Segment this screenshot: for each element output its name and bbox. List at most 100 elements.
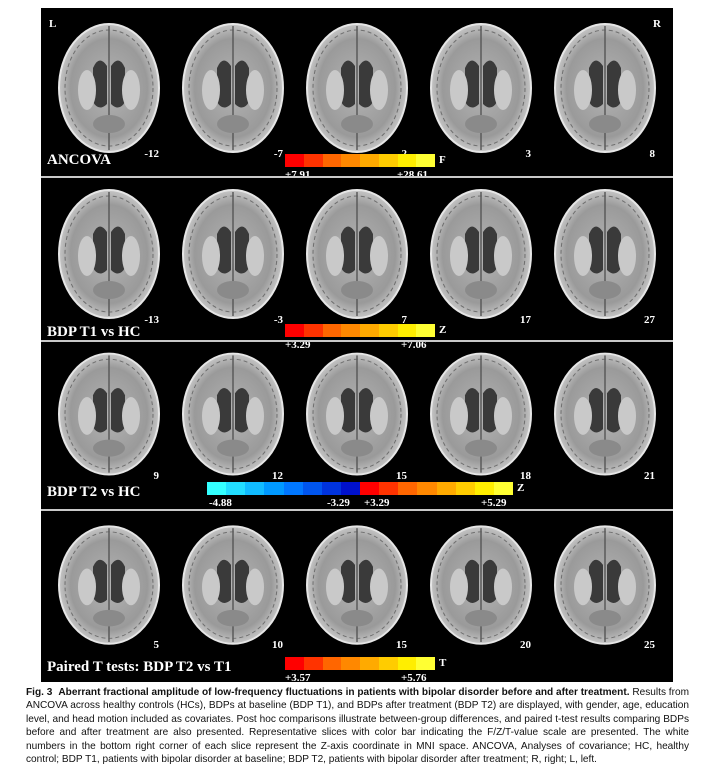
colorbar-swatch [416,657,435,670]
slice-z-label: 9 [153,470,160,482]
colorbar-gradient [285,324,435,337]
brain-slice: 18 [425,346,537,484]
row-divider [41,176,673,178]
slice-z-label: 21 [644,470,655,482]
colorbar-swatch [397,154,417,167]
colorbar-swatch [417,482,437,495]
brain-slice: 20 [425,519,537,653]
bipolar-z-colorbar: Z -4.88 -3.29 +3.29 +5.29 [207,482,547,509]
brain-slice: 7 [301,182,413,328]
slice-z-label: 5 [153,639,160,651]
row-bdp-t1-vs-hc: -13 -3 7 17 27 BDP T1 vs HC Z +3.29 +7.0… [41,178,673,351]
brain-slice: 17 [425,182,537,328]
brain-slice: 21 [549,346,661,484]
caption-title: Aberrant fractional amplitude of low-fre… [58,687,630,698]
f-colorbar: F +7.91 +28.61 [285,154,465,181]
colorbar-swatch [360,154,379,167]
colorbar-swatch [378,657,398,670]
brain-slice: 3 [425,16,537,162]
figure-caption: Fig. 3 Aberrant fractional amplitude of l… [26,686,689,766]
brain-slice: -12 [53,16,165,162]
colorbar-swatch [398,482,418,495]
colorbar-swatch [360,324,379,337]
brain-slice: -3 [177,182,289,328]
colorbar-neg-max-label: -3.29 [327,497,350,509]
colorbar-swatch [245,482,265,495]
brain-slice: 25 [549,519,661,653]
colorbar-swatch [360,482,380,495]
colorbar-neg-min-label: -4.88 [209,497,232,509]
brain-slice: 27 [549,182,661,328]
slice-z-label: 20 [520,639,531,651]
colorbar-swatch [285,154,304,167]
colorbar-swatch [264,482,284,495]
colorbar-swatch [341,657,360,670]
colorbar-gradient [285,154,435,167]
colorbar-swatch [493,482,513,495]
caption-body: Results from ANCOVA across healthy contr… [26,687,689,766]
colorbar-swatch [303,657,323,670]
colorbar-swatch [416,324,435,337]
slice-z-label: 8 [649,148,656,160]
brain-slice: -13 [53,182,165,328]
colorbar-swatch [360,657,379,670]
caption-label: Fig. 3 [26,687,53,698]
slice-z-label: 12 [272,470,283,482]
colorbar-min-label: +7.91 [285,169,311,181]
colorbar-swatch [322,657,342,670]
slice-z-label: 7 [401,314,408,326]
colorbar-gradient [285,657,435,670]
colorbar-swatch [322,324,342,337]
row-title: BDP T1 vs HC [47,324,141,340]
right-orientation-label: R [653,18,661,30]
slice-z-label: -7 [273,148,283,160]
t-colorbar: T +3.57 +5.76 [285,657,465,684]
colorbar-swatch [340,482,360,495]
figure-panel: L R -12 -7 -2 3 8 ANCOVA F +7.91 +28.61 … [41,8,673,684]
colorbar-swatch [378,324,398,337]
left-orientation-label: L [49,18,57,30]
colorbar-swatch [341,154,360,167]
row-bdp-t2-vs-hc: 9 12 15 18 21 BDP T2 vs HC Z -4.88 -3.29… [41,342,673,509]
colorbar-pos-min-label: +3.29 [364,497,390,509]
colorbar-swatch [379,482,399,495]
colorbar-swatch [397,657,417,670]
colorbar-swatch [226,482,246,495]
slice-z-label: -3 [273,314,283,326]
colorbar-stat-label: Z [517,482,525,494]
colorbar-swatch [416,154,435,167]
colorbar-stat-label: Z [439,324,447,336]
slice-z-label: 3 [525,148,532,160]
colorbar-swatch [285,657,304,670]
slice-z-label: 15 [396,470,407,482]
colorbar-swatch [397,324,417,337]
z-colorbar: Z +3.29 +7.06 [285,324,465,351]
colorbar-min-label: +3.29 [285,339,311,351]
slice-z-label: 18 [520,470,531,482]
brain-slice: 5 [53,519,165,653]
row-ancova: -12 -7 -2 3 8 ANCOVA F +7.91 +28.61 [41,8,673,181]
colorbar-min-label: +3.57 [285,672,311,684]
row-divider [41,340,673,342]
colorbar-stat-label: F [439,154,446,166]
brain-slice: -7 [177,16,289,162]
colorbar-swatch [285,324,304,337]
slice-z-label: 15 [396,639,407,651]
colorbar-max-label: +7.06 [401,339,427,351]
brain-slice: 15 [301,346,413,484]
colorbar-swatch [303,324,323,337]
colorbar-gradient [207,482,513,495]
slice-z-label: 27 [644,314,655,326]
colorbar-swatch [302,482,322,495]
row-divider [41,509,673,511]
brain-slice: 12 [177,346,289,484]
colorbar-pos-max-label: +5.29 [481,497,507,509]
colorbar-max-label: +28.61 [397,169,429,181]
colorbar-swatch [378,154,398,167]
row-title: ANCOVA [47,152,111,168]
colorbar-swatch [436,482,456,495]
colorbar-swatch [303,154,323,167]
slice-z-label: 25 [644,639,655,651]
colorbar-swatch [283,482,303,495]
row-title: BDP T2 vs HC [47,484,141,500]
